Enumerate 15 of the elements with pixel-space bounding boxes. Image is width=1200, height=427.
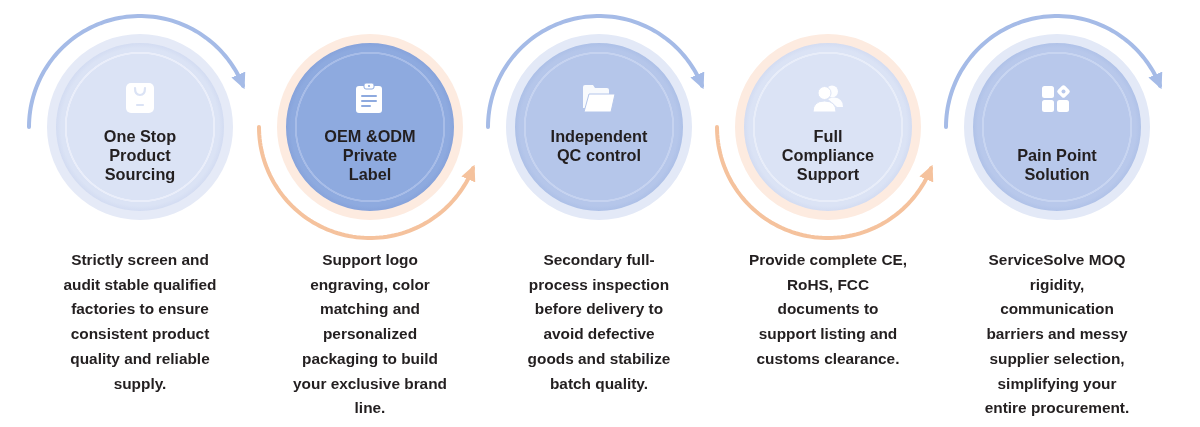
curved-arrow [944, 14, 1163, 129]
step-title: Full Compliance Support [780, 127, 876, 184]
step-title: OEM &ODM Private Label [323, 127, 417, 184]
step-title: Independent QC control [549, 127, 649, 165]
curved-arrow [27, 14, 246, 129]
step-description: Provide complete CE, RoHS, FCC documents to support listing and customs clearance. [747, 250, 909, 369]
curved-arrow [486, 14, 705, 129]
step-description: Strictly screen and audit stable qualified factories to ensure consistent product quality and reliable supply. [62, 250, 218, 394]
curved-arrow [257, 125, 476, 240]
curved-arrow [715, 125, 934, 240]
step-title: One Stop Product Sourcing [102, 127, 178, 184]
step-title: Pain Point Solution [1016, 146, 1098, 184]
step-description: ServiceSolve MOQ rigidity, communication barriers and messy supplier selection, simplifying your entire procurement. [983, 250, 1131, 419]
step-description: Secondary full-process inspection before delivery to avoid defective goods and stabilize batch quality. [526, 250, 672, 394]
step-description: Support logo engraving, color matching and personalized packaging to build your exclusive brand line. [292, 250, 448, 419]
